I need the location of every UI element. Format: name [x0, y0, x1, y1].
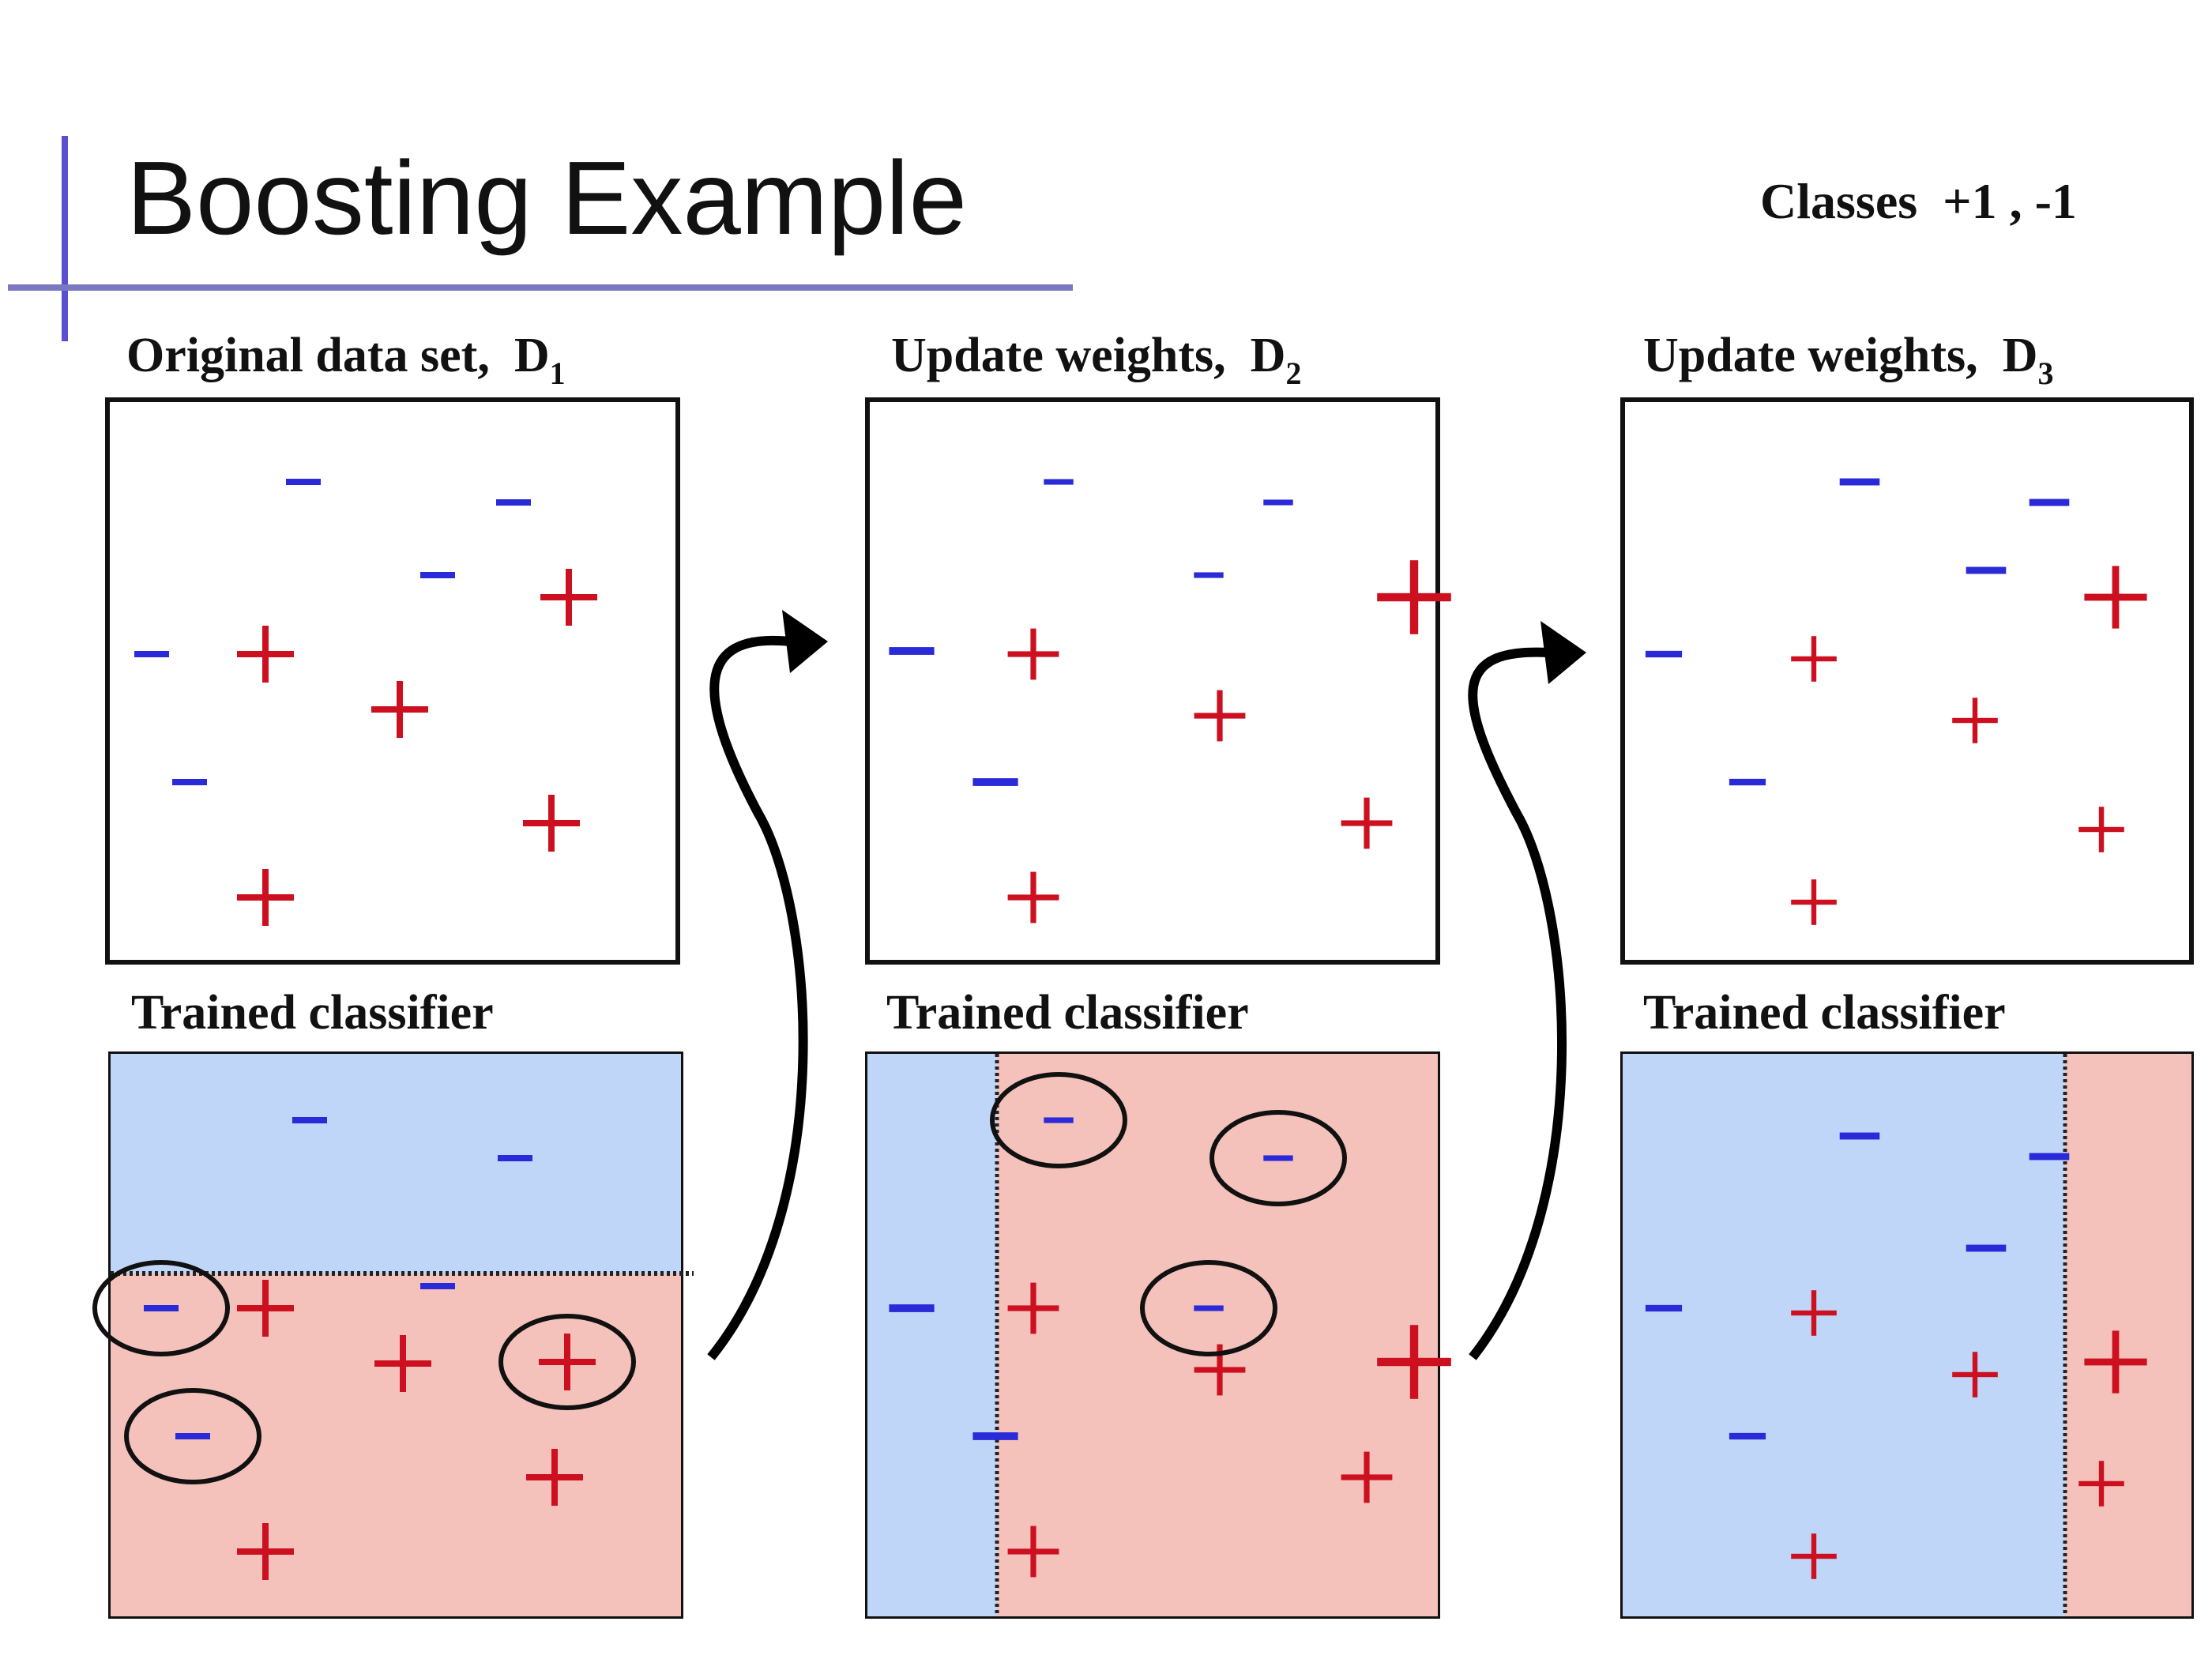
- plus-point: [1377, 1325, 1451, 1399]
- minus-point: [1194, 572, 1224, 578]
- minus-point: [889, 647, 935, 655]
- misclassified-circle: [1140, 1260, 1277, 1356]
- minus-point: [144, 1305, 179, 1311]
- minus-point: [1729, 778, 1766, 786]
- panel-3-classifier-label: Trained classifier: [1643, 986, 2006, 1040]
- minus-point: [1729, 1432, 1766, 1440]
- minus-point: [1839, 1132, 1880, 1140]
- panel-1-data-box: [105, 397, 680, 965]
- minus-point: [1966, 566, 2007, 574]
- arrow-1-head: [782, 610, 828, 673]
- minus-point: [1044, 1117, 1074, 1123]
- plus-point: [1377, 560, 1451, 634]
- minus-point: [175, 1433, 210, 1439]
- plus-point: [2078, 1461, 2124, 1507]
- minus-point: [972, 778, 1018, 786]
- plus-point: [2084, 566, 2147, 629]
- plus-point: [526, 1449, 583, 1506]
- minus-point: [2029, 498, 2070, 506]
- plus-point: [539, 1334, 596, 1390]
- plus-point: [1341, 797, 1393, 849]
- panel-1-data-label: Original data set, D1: [126, 329, 566, 391]
- minus-point: [1044, 479, 1074, 485]
- minus-point: [1263, 1155, 1293, 1161]
- plus-point: [237, 1280, 294, 1337]
- plus-point: [1007, 1525, 1059, 1578]
- plus-point: [1952, 1352, 1998, 1398]
- region-positive: [2065, 1054, 2191, 1616]
- minus-point: [172, 779, 207, 785]
- plus-point: [371, 681, 428, 738]
- minus-point: [286, 479, 321, 485]
- region-positive: [111, 1273, 681, 1616]
- panel-1-classifier-label: Trained classifier: [131, 986, 494, 1040]
- plus-point: [1007, 628, 1059, 680]
- plus-point: [237, 869, 294, 926]
- minus-point: [496, 499, 531, 506]
- plus-point: [1952, 698, 1998, 743]
- plus-point: [1194, 1344, 1246, 1396]
- plus-point: [237, 1523, 294, 1580]
- minus-point: [1645, 650, 1683, 658]
- minus-point: [2029, 1153, 2070, 1161]
- minus-point: [1966, 1244, 2007, 1252]
- minus-point: [420, 1283, 455, 1289]
- misclassified-circle: [498, 1314, 636, 1410]
- plus-point: [1007, 871, 1059, 924]
- minus-point: [1263, 499, 1293, 506]
- plus-point: [1791, 1533, 1837, 1579]
- minus-point: [134, 651, 169, 657]
- plus-point: [237, 626, 294, 683]
- plus-point: [2084, 1330, 2147, 1394]
- arrow-1-curve: [707, 635, 808, 1360]
- misclassified-circle: [92, 1260, 230, 1356]
- region-positive: [997, 1054, 1438, 1616]
- minus-point: [1645, 1304, 1683, 1312]
- minus-point: [1194, 1305, 1224, 1311]
- arrow-2-curve: [1468, 647, 1567, 1360]
- panel-3-data-label: Update weights, D3: [1643, 329, 2053, 391]
- minus-point: [1839, 478, 1880, 486]
- panel-3-data-box: [1620, 397, 2194, 965]
- plus-point: [1791, 636, 1837, 682]
- plus-point: [540, 569, 597, 626]
- misclassified-circle: [124, 1388, 261, 1484]
- minus-point: [292, 1117, 327, 1123]
- slide-title: Boosting Example: [126, 140, 967, 256]
- classes-note: Classes +1 , -1: [1760, 173, 2077, 229]
- minus-point: [420, 572, 455, 578]
- panel-2-data-label: Update weights, D2: [891, 329, 1301, 391]
- panel-2-classifier-label: Trained classifier: [886, 986, 1249, 1040]
- arrow-2-head: [1540, 621, 1586, 684]
- region-negative: [867, 1054, 997, 1616]
- plus-point: [1791, 879, 1837, 925]
- plus-point: [1007, 1282, 1059, 1334]
- plus-point: [1341, 1451, 1393, 1503]
- minus-point: [889, 1304, 935, 1312]
- region-negative: [1623, 1054, 2065, 1616]
- plus-point: [1791, 1290, 1837, 1336]
- minus-point: [498, 1155, 532, 1161]
- panel-2-data-box: [865, 397, 1440, 965]
- region-negative: [111, 1054, 681, 1273]
- plus-point: [523, 795, 580, 852]
- plus-point: [374, 1335, 431, 1392]
- minus-point: [972, 1432, 1018, 1440]
- plus-point: [1194, 690, 1246, 742]
- plus-point: [2078, 807, 2124, 852]
- misclassified-circle: [990, 1072, 1127, 1168]
- misclassified-circle: [1209, 1110, 1347, 1206]
